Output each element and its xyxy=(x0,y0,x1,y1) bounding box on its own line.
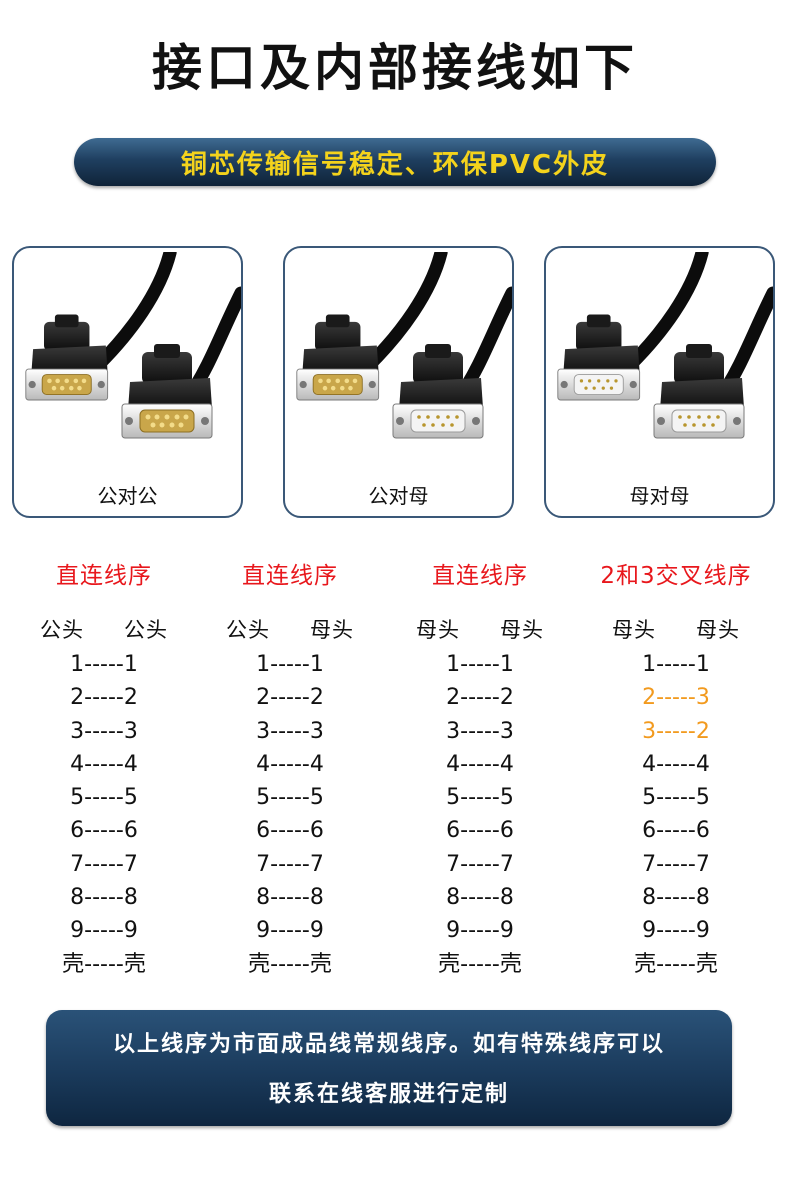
card-male-to-female: 公对母 xyxy=(283,246,514,518)
female-female-cable-image xyxy=(557,252,773,439)
wiring-rows: 1-----1 2-----2 3-----3 4-----4 5-----5 … xyxy=(190,648,390,981)
wiring-row-crossed: 3-----2 xyxy=(642,718,710,744)
wiring-column-1: 直连线序 公头 公头 1-----1 2-----2 3-----3 4-----… xyxy=(4,558,204,981)
head-left: 公头 xyxy=(226,618,270,642)
wiring-row: 6-----6 xyxy=(256,818,324,844)
head-right: 母头 xyxy=(696,618,740,642)
male-male-cable-image xyxy=(25,252,241,439)
wiring-row: 5-----5 xyxy=(256,785,324,811)
card-caption: 母对母 xyxy=(629,484,690,508)
wiring-row: 4-----4 xyxy=(70,751,138,777)
wiring-column-3: 直连线序 母头 母头 1-----1 2-----2 3-----3 4-----… xyxy=(380,558,580,981)
page-title: 接口及内部接线如下 xyxy=(152,39,638,97)
custom-wiring-notice: 以上线序为市面成品线常规线序。如有特殊线序可以 联系在线客服进行定制 xyxy=(46,1010,732,1126)
male-female-cable-image xyxy=(296,252,512,439)
wiring-row: 9-----9 xyxy=(446,918,514,944)
wiring-row: 4-----4 xyxy=(256,751,324,777)
wiring-row: 7-----7 xyxy=(70,851,138,877)
wiring-row: 9-----9 xyxy=(256,918,324,944)
wiring-row: 2-----2 xyxy=(70,685,138,711)
wiring-row: 9-----9 xyxy=(70,918,138,944)
wiring-row: 8-----8 xyxy=(642,885,710,911)
wiring-column-heads: 母头 母头 xyxy=(380,614,580,646)
wiring-row: 3-----3 xyxy=(70,718,138,744)
wiring-rows: 1-----1 2-----2 3-----3 4-----4 5-----5 … xyxy=(4,648,204,981)
wiring-rows: 1-----1 2-----3 3-----2 4-----4 5-----5 … xyxy=(576,648,776,981)
notice-line-1: 以上线序为市面成品线常规线序。如有特殊线序可以 xyxy=(112,1032,665,1057)
wiring-row: 5-----5 xyxy=(70,785,138,811)
wiring-row: 1-----1 xyxy=(70,652,138,677)
wiring-row: 7-----7 xyxy=(642,851,710,877)
wiring-row: 6-----6 xyxy=(446,818,514,844)
wiring-column-title: 直连线序 xyxy=(432,563,528,589)
head-right: 公头 xyxy=(124,618,168,642)
wiring-column-title: 2和3交叉线序 xyxy=(600,563,752,589)
wiring-row: 9-----9 xyxy=(642,918,710,944)
wiring-column-heads: 公头 母头 xyxy=(190,614,390,646)
wiring-column-title: 直连线序 xyxy=(242,563,338,589)
wiring-rows: 1-----1 2-----2 3-----3 4-----4 5-----5 … xyxy=(380,648,580,981)
wiring-row: 壳-----壳 xyxy=(248,951,332,977)
notice-line-2: 联系在线客服进行定制 xyxy=(268,1082,509,1107)
wiring-row: 1-----1 xyxy=(446,652,514,677)
head-right: 母头 xyxy=(500,618,544,642)
head-left: 母头 xyxy=(416,618,460,642)
wiring-row: 4-----4 xyxy=(446,751,514,777)
wiring-row: 7-----7 xyxy=(446,851,514,877)
wiring-column-4: 2和3交叉线序 母头 母头 1-----1 2-----3 3-----2 4--… xyxy=(576,558,776,981)
feature-banner: 铜芯传输信号稳定、环保PVC外皮 xyxy=(74,138,716,186)
wiring-row-crossed: 2-----3 xyxy=(642,685,710,711)
wiring-column-2: 直连线序 公头 母头 1-----1 2-----2 3-----3 4-----… xyxy=(190,558,390,981)
wiring-row: 1-----1 xyxy=(642,652,710,677)
wiring-row: 2-----2 xyxy=(256,685,324,711)
card-caption: 公对母 xyxy=(368,484,429,508)
wiring-row: 8-----8 xyxy=(70,885,138,911)
wiring-row: 6-----6 xyxy=(642,818,710,844)
wiring-row: 壳-----壳 xyxy=(62,951,146,977)
wiring-row: 3-----3 xyxy=(256,718,324,744)
wiring-row: 8-----8 xyxy=(256,885,324,911)
card-male-to-male: 公对公 xyxy=(12,246,243,518)
wiring-column-title: 直连线序 xyxy=(56,563,152,589)
wiring-row: 6-----6 xyxy=(70,818,138,844)
wiring-row: 4-----4 xyxy=(642,751,710,777)
card-caption: 公对公 xyxy=(97,484,158,508)
wiring-row: 5-----5 xyxy=(446,785,514,811)
head-right: 母头 xyxy=(310,618,354,642)
wiring-row: 壳-----壳 xyxy=(438,951,522,977)
wiring-row: 7-----7 xyxy=(256,851,324,877)
wiring-row: 2-----2 xyxy=(446,685,514,711)
wiring-row: 8-----8 xyxy=(446,885,514,911)
head-left: 公头 xyxy=(40,618,84,642)
wiring-row: 1-----1 xyxy=(256,652,324,677)
head-left: 母头 xyxy=(612,618,656,642)
wiring-column-heads: 母头 母头 xyxy=(576,614,776,646)
wiring-row: 3-----3 xyxy=(446,718,514,744)
wiring-row: 5-----5 xyxy=(642,785,710,811)
wiring-row: 壳-----壳 xyxy=(634,951,718,977)
feature-banner-text: 铜芯传输信号稳定、环保PVC外皮 xyxy=(180,149,610,180)
wiring-column-heads: 公头 公头 xyxy=(4,614,204,646)
card-female-to-female: 母对母 xyxy=(544,246,775,518)
